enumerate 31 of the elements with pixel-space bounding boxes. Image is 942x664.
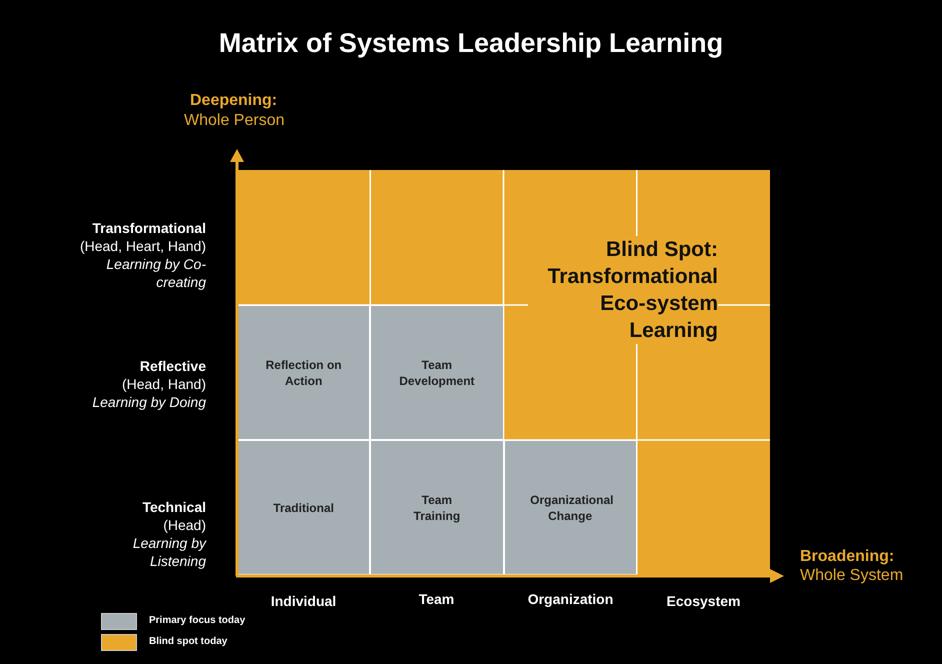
axis-label: Deepening: (190, 92, 278, 110)
axis-label: Whole Person (184, 112, 284, 130)
row-label: Learning by Doing (92, 393, 206, 411)
matrix-cell (370, 440, 504, 575)
legend-label: Blind spot today (149, 636, 228, 647)
column-label: Individual (270, 592, 338, 610)
row-label: Learning by Listening (132, 534, 206, 570)
matrix-cell (504, 440, 637, 575)
row-label: Technical (142, 498, 206, 516)
axis-label: Whole System (800, 567, 904, 585)
row-label: (Head, Hand) (122, 375, 206, 393)
matrix-cell (237, 440, 370, 575)
cell-label: Team Training (412, 492, 462, 524)
matrix-cell (237, 305, 370, 440)
cell-label: Traditional (272, 500, 335, 516)
row-label: Learning by Co-creating (105, 255, 206, 291)
row-label: Transformational (92, 219, 206, 237)
column-label: Organization (526, 590, 614, 608)
title: Matrix of Systems Leadership Learning (218, 28, 724, 59)
region-label: Blind Spot: Transformational Eco-system Learning (528, 236, 718, 344)
cell-label: Reflection on Action (264, 356, 343, 388)
cell-label: Team Development (398, 356, 476, 388)
row-label: (Head) (163, 516, 206, 534)
column-label: Team (418, 590, 456, 608)
legend-label: Primary focus today (149, 615, 246, 626)
axis-label: Broadening: (800, 548, 894, 566)
matrix-cell (370, 305, 504, 440)
row-label: (Head, Heart, Hand) (80, 237, 206, 255)
cell-label: Organizational Change (530, 492, 610, 524)
row-label: Reflective (140, 357, 206, 375)
column-label: Ecosystem (666, 592, 742, 610)
